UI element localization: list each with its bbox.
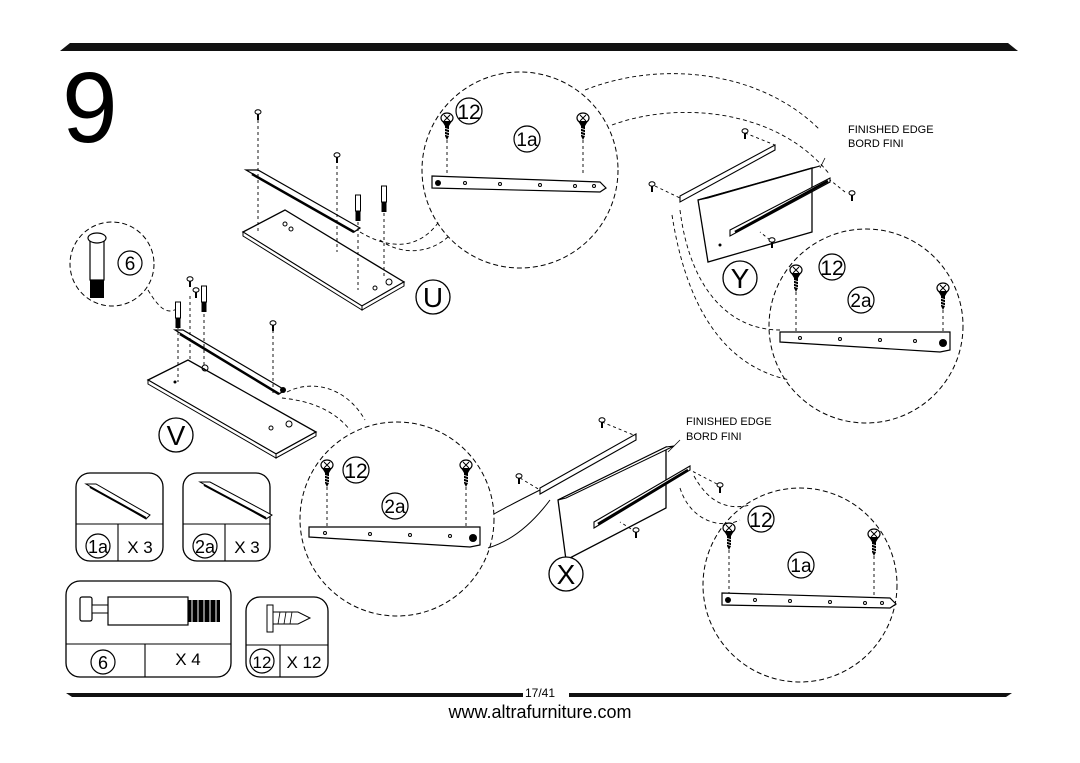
parts-box-6: 6 X 4 — [65, 580, 232, 678]
label-cam-bolt-6: 6 — [125, 254, 136, 275]
label-screw-12: 12 — [457, 101, 480, 124]
bottom-bar-right — [569, 693, 1012, 697]
label-screw-12: 12 — [820, 257, 843, 280]
finished-edge-line2: BORD FINI — [848, 138, 904, 150]
panel-u-label: U — [415, 279, 451, 315]
parts-qty-12: X 12 — [287, 653, 322, 672]
detail-2a-left: 12 2a — [299, 421, 495, 617]
parts-id-1a: 1a — [88, 537, 109, 557]
finished-edge-bottom: FINISHED EDGE BORD FINI — [686, 416, 772, 443]
parts-box-12: 12 X 12 — [245, 596, 329, 678]
step-number: 9 — [62, 52, 118, 164]
detail-1a-top: 12 1a — [421, 71, 619, 269]
label-screw-12: 12 — [344, 460, 367, 483]
label-screw-12: 12 — [749, 509, 772, 532]
label-x: X — [557, 559, 576, 590]
label-rail-2a: 2a — [850, 291, 872, 312]
parts-qty-2a: X 3 — [234, 538, 260, 557]
top-bar — [60, 43, 1018, 51]
detail-1a-bottom: 12 1a — [702, 487, 898, 683]
panel-x-label: X — [548, 556, 584, 592]
finished-edge-top: FINISHED EDGE BORD FINI — [848, 124, 934, 150]
panel-u-group — [241, 108, 406, 311]
label-v: V — [167, 420, 186, 451]
detail-2a-right: 12 2a — [768, 228, 964, 424]
page-number: 17/41 — [0, 686, 1080, 700]
parts-qty-1a: X 3 — [127, 538, 153, 557]
finished-edge-line2: BORD FINI — [686, 431, 742, 443]
parts-box-1a: 1a X 3 — [75, 472, 164, 562]
label-y: Y — [731, 263, 750, 294]
panel-x-group — [515, 416, 724, 562]
bottom-bar-left — [66, 693, 528, 697]
parts-id-12: 12 — [253, 653, 272, 672]
parts-qty-6: X 4 — [175, 650, 201, 669]
parts-box-2a: 2a X 3 — [182, 472, 273, 562]
label-u: U — [423, 282, 443, 313]
panel-v-group — [146, 275, 318, 459]
parts-id-2a: 2a — [195, 537, 216, 557]
website-url: www.altrafurniture.com — [448, 702, 632, 722]
label-rail-1a: 1a — [790, 556, 812, 577]
label-rail-2a: 2a — [384, 497, 406, 518]
parts-id-6: 6 — [98, 653, 108, 673]
panel-y-group — [648, 127, 856, 263]
finished-edge-line1: FINISHED EDGE — [686, 416, 772, 428]
label-rail-1a: 1a — [516, 130, 538, 151]
page-number-text: 17/41 — [522, 686, 558, 700]
panel-y-label: Y — [722, 260, 758, 296]
detail-6: 6 — [69, 221, 179, 312]
panel-v-label: V — [158, 417, 194, 453]
finished-edge-line1: FINISHED EDGE — [848, 124, 934, 136]
